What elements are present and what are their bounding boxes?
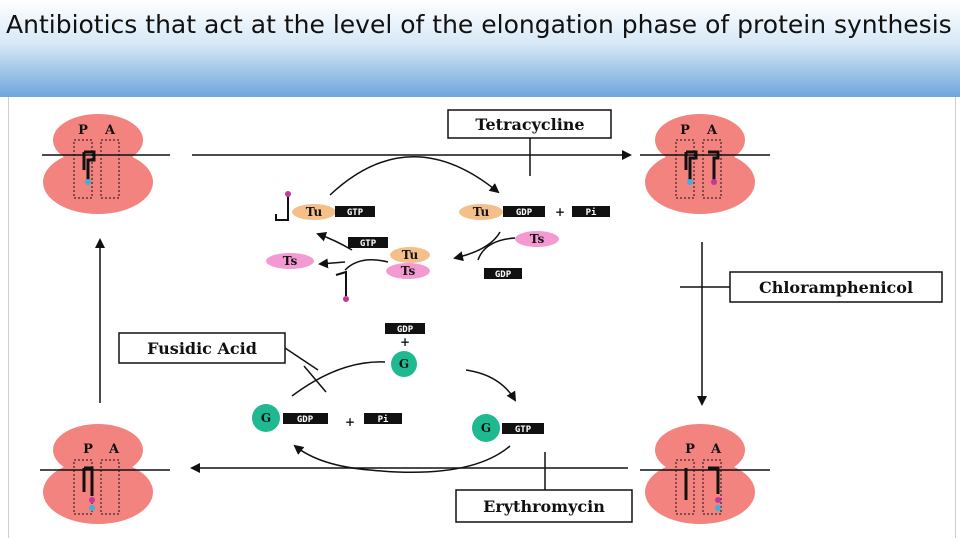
tetracycline-label: Tetracycline (475, 115, 584, 134)
ribosome-top-left: P A (43, 114, 153, 214)
tetracycline-block: Tetracycline (447, 109, 612, 176)
a-site-label: A (710, 442, 722, 457)
tu-label: Tu (306, 205, 323, 219)
ts-label: Ts (283, 254, 298, 268)
g-label: G (481, 421, 491, 435)
gdp-label: GDP (397, 325, 414, 335)
gdp-label: GDP (297, 415, 314, 425)
curve-g-release (291, 361, 386, 397)
gdp-label: GDP (516, 208, 533, 218)
diagram-area (0, 97, 960, 540)
tu-label: Tu (402, 248, 419, 262)
ts-label: Ts (401, 264, 416, 278)
g-label: G (261, 411, 271, 425)
tu-ts-join-line (344, 259, 389, 271)
chloramphenicol-block: Chloramphenicol (680, 271, 943, 303)
plus-sign: + (400, 335, 410, 349)
pi-label: Pi (586, 207, 597, 218)
tu-gdp-complex-right: Tu GDP + Pi (459, 204, 610, 220)
chloramphenicol-label: Chloramphenicol (759, 278, 913, 297)
tu-ts-complex: Tu Ts (386, 247, 430, 279)
arrow-to-g-gtp (465, 369, 517, 402)
trna-center (335, 270, 349, 302)
gdp-label: GDP (495, 270, 512, 280)
arrow-to-ts (318, 258, 346, 269)
pi-label: Pi (378, 414, 389, 425)
a-site-label: A (104, 123, 116, 138)
p-site-label: P (78, 123, 88, 138)
ribosome-top-right: P A (645, 114, 755, 214)
ts-join-line (477, 237, 516, 261)
arrow-to-tu-ts (453, 231, 501, 262)
ts-left: Ts (266, 253, 314, 269)
plus-sign: + (555, 205, 565, 219)
ts-label: Ts (530, 232, 545, 246)
fusidic-acid-block-mark (303, 365, 327, 393)
g-label: G (399, 357, 409, 371)
tu-gtp-complex-left: Tu GTP (275, 191, 375, 221)
ribosome-bottom-left: P A (43, 424, 153, 524)
tu-label: Tu (473, 205, 490, 219)
fusidic-acid-label: Fusidic Acid (147, 339, 257, 358)
gtp-label: GTP (515, 425, 532, 435)
p-site-label: P (685, 442, 695, 457)
diagram-frame (8, 97, 956, 538)
slide-title: Antibiotics that act at the level of the… (6, 10, 952, 39)
ribosome-bottom-right: P A (645, 424, 755, 524)
gtp-label: GTP (360, 239, 377, 249)
a-site-label: A (108, 442, 120, 457)
erythromycin-block: Erythromycin (455, 452, 633, 523)
g-gdp-complex: G GDP + Pi (252, 404, 402, 432)
a-site-label: A (706, 123, 718, 138)
gtp-center: GTP (348, 237, 388, 249)
curve-arrow-upper (329, 156, 500, 196)
fusidic-acid-block: Fusidic Acid (118, 332, 319, 371)
title-bar: Antibiotics that act at the level of the… (0, 0, 960, 98)
g-gtp-complex: G GTP (472, 414, 544, 442)
erythromycin-label: Erythromycin (483, 497, 605, 516)
arrow-to-tu-gtp (316, 231, 353, 251)
g-free: G (391, 351, 417, 377)
curve-arrow-lower (293, 444, 511, 474)
gdp-released: GDP (484, 268, 522, 280)
ts-right: Ts (515, 231, 559, 247)
gtp-label: GTP (347, 208, 364, 218)
plus-sign: + (345, 415, 355, 429)
p-site-label: P (83, 442, 93, 457)
p-site-label: P (680, 123, 690, 138)
gdp-top-lower: GDP + (385, 323, 425, 349)
